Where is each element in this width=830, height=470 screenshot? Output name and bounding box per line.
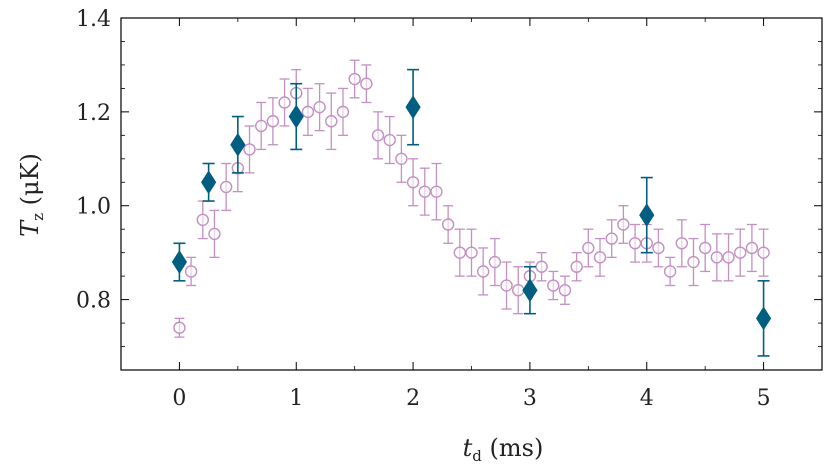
- data-point-circle: [757, 246, 770, 259]
- data-point-diamond: [639, 203, 655, 228]
- data-point-circle: [184, 265, 198, 278]
- data-point-diamond: [171, 250, 188, 274]
- x-axis-label-main: t: [463, 434, 473, 462]
- data-point-circle: [325, 115, 338, 128]
- data-point-circle: [348, 72, 361, 86]
- data-point-circle: [266, 115, 280, 128]
- data-point-circle: [278, 96, 291, 109]
- data-point-circle: [558, 284, 572, 297]
- data-point-circle: [453, 246, 467, 259]
- data-point-diamond: [288, 104, 304, 129]
- x-tick-label: 1: [289, 386, 303, 411]
- data-point-circle: [336, 105, 350, 119]
- data-point-circle: [301, 105, 315, 119]
- data-point-circle: [710, 251, 724, 264]
- data-point-circle: [465, 246, 478, 259]
- data-point-circle: [208, 227, 221, 241]
- x-axis-label-sub: d: [472, 447, 482, 465]
- data-point-diamond: [201, 170, 217, 195]
- x-tick-label: 3: [523, 386, 537, 411]
- y-tick-label: 1.2: [76, 101, 111, 126]
- data-point-diamond: [522, 278, 538, 303]
- y-axis-label: Tz (μK): [16, 153, 47, 237]
- data-point-circle: [371, 129, 385, 142]
- data-point-circle: [652, 241, 665, 255]
- data-marks: [171, 59, 772, 357]
- y-tick-label: 1.0: [76, 195, 111, 220]
- data-point-circle: [500, 279, 513, 292]
- tick-labels: 0 1 2 3 4 5 0.8 1.0 1.2 1.4: [76, 7, 771, 411]
- data-point-circle: [547, 279, 560, 292]
- data-point-circle: [512, 284, 525, 297]
- data-point-circle: [663, 265, 677, 278]
- x-axis-label: td (ms): [463, 434, 544, 465]
- data-point-circle: [243, 143, 256, 156]
- data-point-circle: [383, 133, 396, 147]
- data-point-circle: [360, 77, 373, 90]
- x-tick-label: 0: [172, 386, 186, 411]
- data-point-circle: [675, 237, 688, 250]
- y-axis-label-main: T: [16, 219, 44, 237]
- data-point-circle: [430, 185, 443, 198]
- y-axis-label-sub: z: [29, 213, 47, 221]
- data-point-circle: [313, 100, 326, 114]
- data-point-circle: [476, 265, 490, 278]
- data-point-circle: [255, 119, 268, 133]
- data-point-circle: [687, 255, 700, 269]
- data-point-circle: [605, 232, 618, 245]
- data-point-diamond: [405, 95, 421, 120]
- data-point-circle: [582, 241, 595, 255]
- x-axis-label-rest: (ms): [482, 434, 543, 462]
- data-point-circle: [722, 251, 735, 264]
- data-point-circle: [745, 241, 759, 255]
- y-tick-label: 1.4: [76, 7, 111, 32]
- x-tick-label: 5: [757, 386, 771, 411]
- data-point-diamond: [230, 132, 246, 157]
- y-axis-label-rest: (μK): [16, 153, 44, 213]
- x-tick-label: 2: [406, 386, 420, 411]
- data-point-circle: [395, 152, 408, 166]
- data-point-circle: [535, 260, 548, 273]
- data-point-circle: [698, 241, 712, 255]
- data-point-circle: [441, 218, 455, 231]
- y-tick-label: 0.8: [76, 289, 111, 314]
- data-point-circle: [617, 218, 630, 231]
- data-point-circle: [406, 176, 420, 189]
- data-point-circle: [196, 213, 209, 227]
- data-point-circle: [219, 180, 233, 194]
- data-point-circle: [173, 321, 186, 334]
- data-point-circle: [418, 185, 431, 198]
- data-point-circle: [628, 237, 642, 250]
- series-circle-points: [173, 59, 770, 338]
- data-point-circle: [593, 251, 607, 264]
- series-diamond-points: [171, 68, 772, 357]
- data-point-circle: [570, 260, 583, 273]
- data-point-circle: [488, 255, 502, 269]
- data-point-diamond: [755, 306, 772, 331]
- x-tick-label: 4: [640, 386, 654, 411]
- plot-frame: [120, 17, 823, 371]
- data-point-circle: [734, 246, 747, 259]
